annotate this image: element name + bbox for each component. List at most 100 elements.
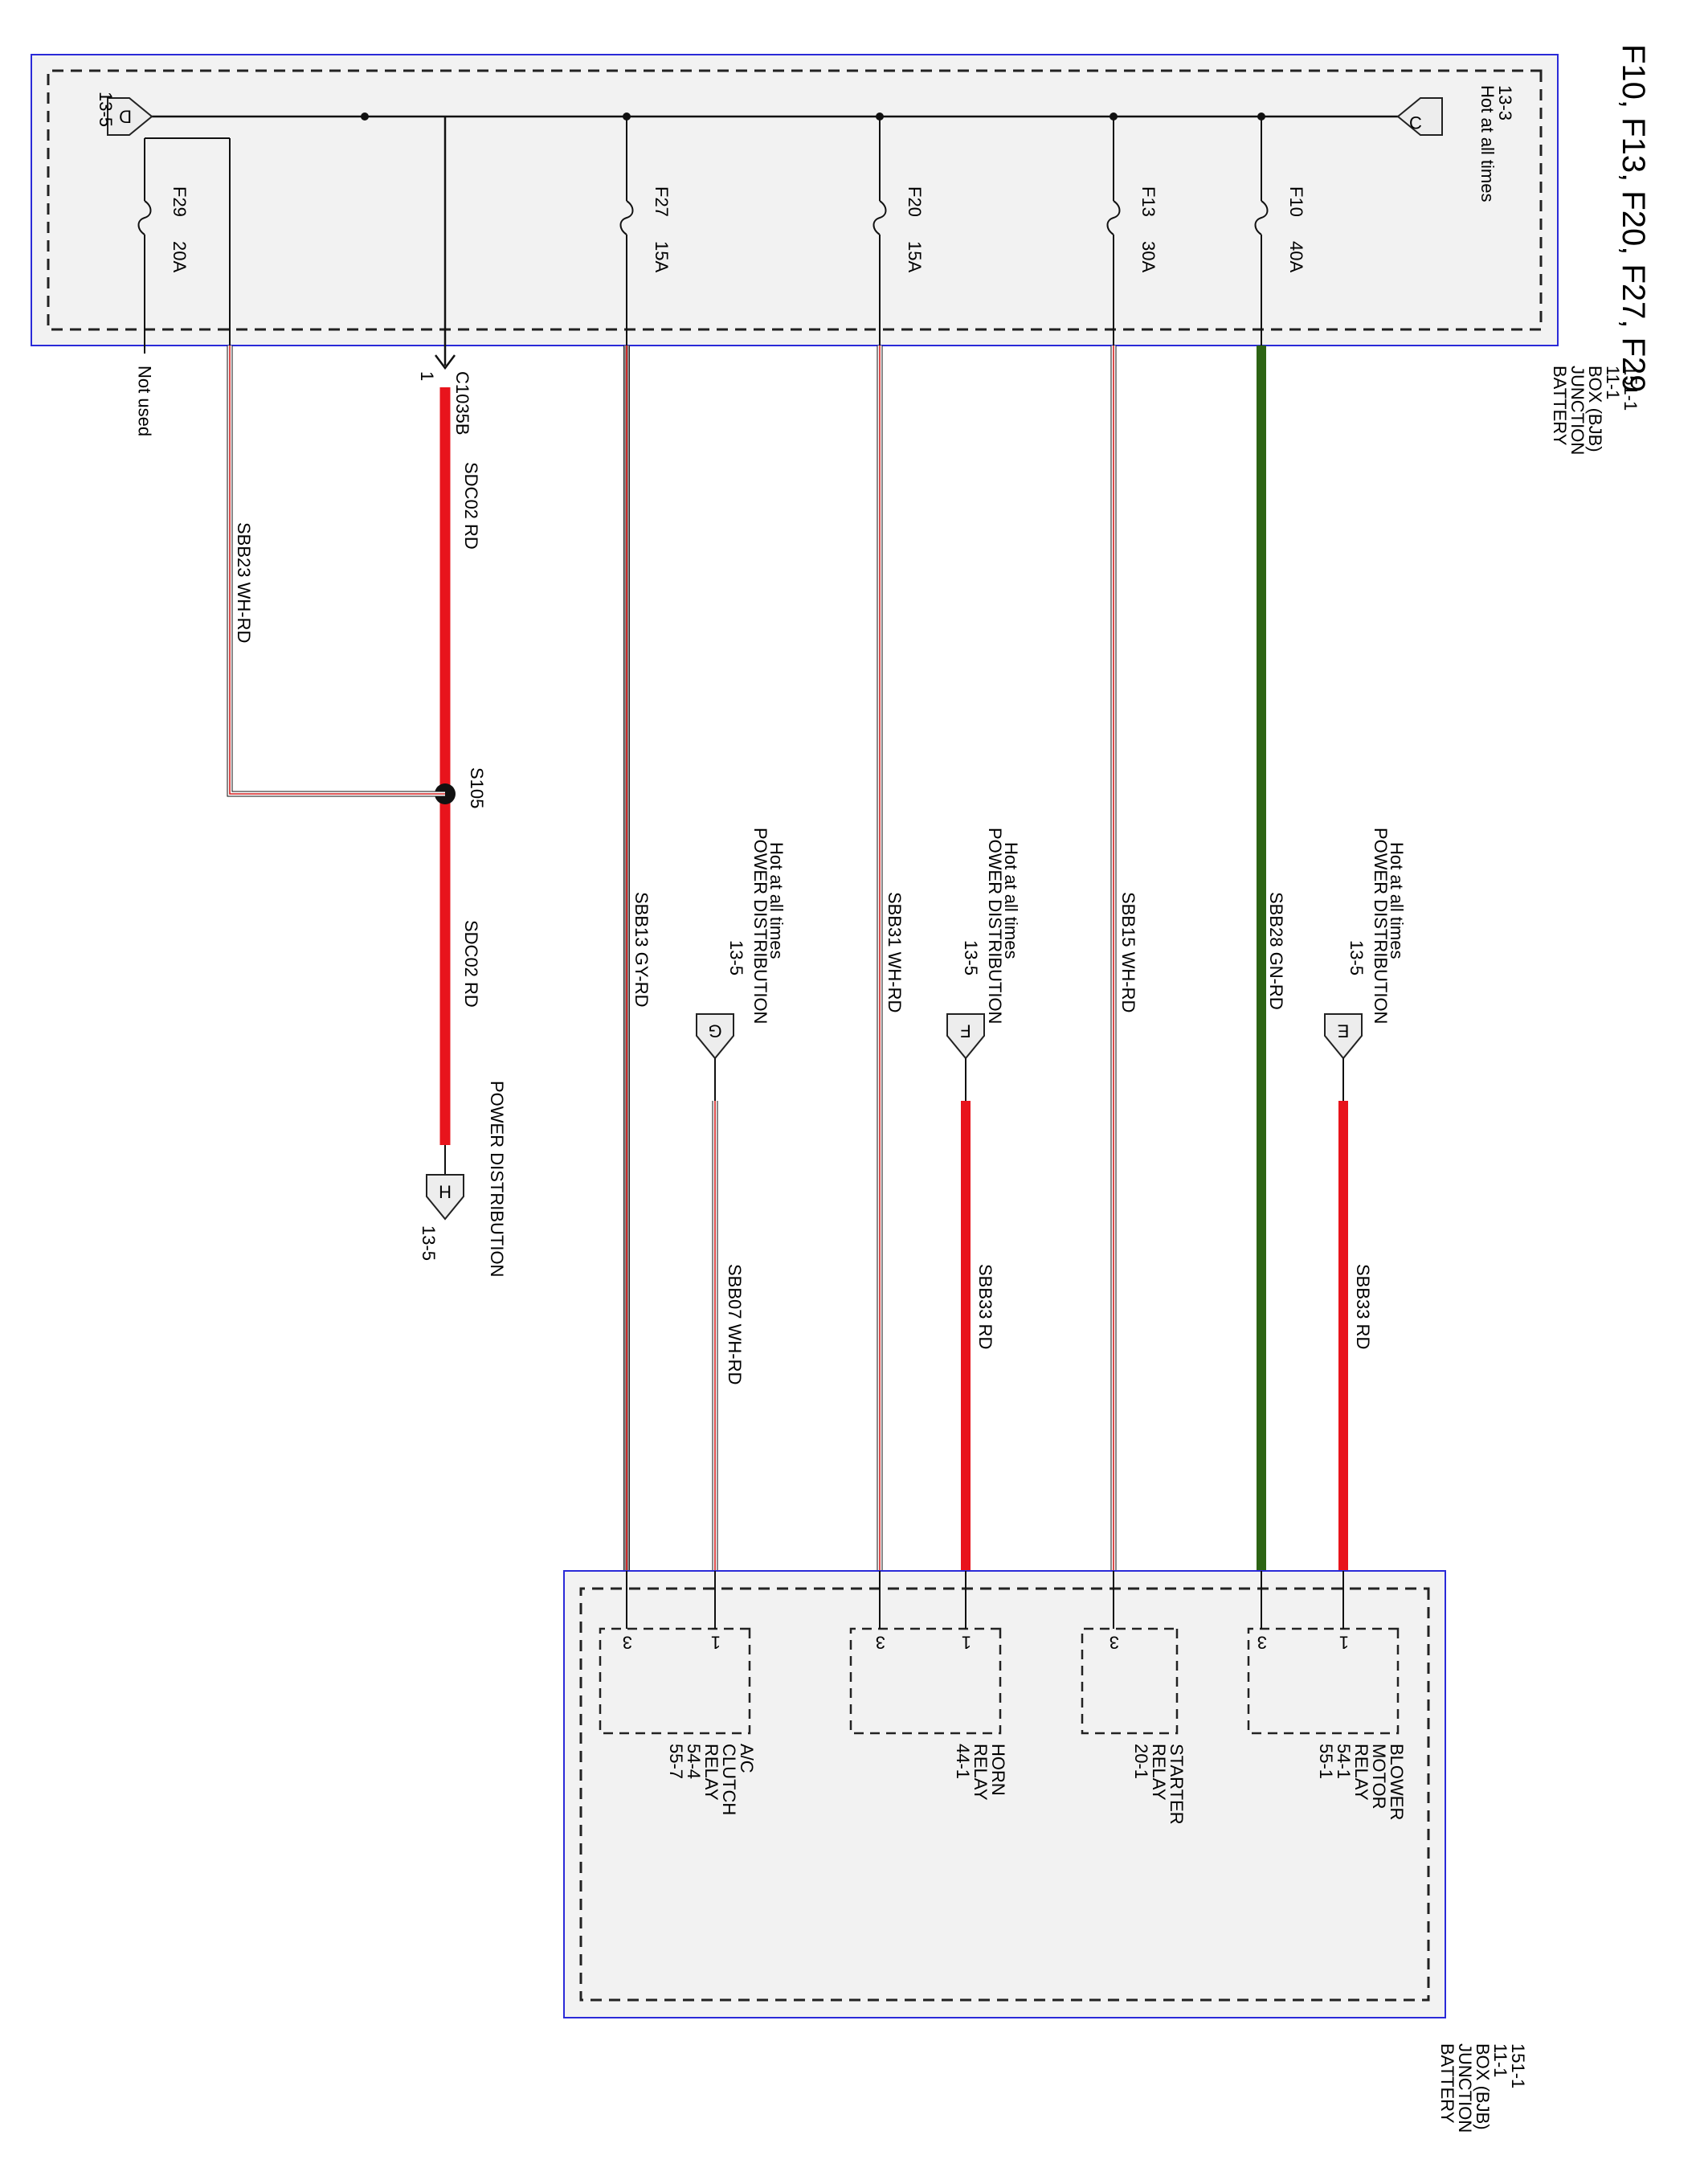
flag-f-line: POWER DISTRIBUTION [985, 828, 1005, 1024]
fuse-f27: F27 15A [619, 117, 672, 346]
fuse-f20: F20 15A [872, 117, 925, 346]
fuse-f10: F10 40A [1254, 117, 1306, 346]
source-flag-c: C Hot at all times 13-3 [1396, 85, 1515, 202]
bjb-top-label-line: 11-1 [1603, 366, 1623, 399]
relay-outline [599, 1627, 751, 1735]
bjb-bottom-label: BATTERY JUNCTION BOX (BJB) 11-1 151-1 [1437, 2043, 1528, 2133]
relay-pin: 3 [1109, 1633, 1119, 1653]
fuse-symbol [1254, 200, 1269, 235]
bjb-top-label-line: 151-1 [1620, 366, 1641, 411]
flag-f-line: 13-5 [961, 940, 981, 975]
relay-starter: 3 STARTER RELAY 20-1 [1081, 1571, 1187, 1825]
flag-g-line: 13-5 [726, 940, 746, 975]
flag-f-line: Hot at all times [1001, 842, 1021, 959]
relay-label-line: RELAY [701, 1744, 721, 1801]
diagram-canvas: F10, F13, F20, F27, F29 BATTERY JUNCTION… [31, 44, 1651, 2133]
relay-pin: 1 [711, 1633, 721, 1653]
wire-label: SBB28 GN-RD [1266, 892, 1286, 1010]
power-flag-e: Hot at all times POWER DISTRIBUTION 13-5… [1324, 828, 1407, 1571]
flag-f-shape [946, 1013, 985, 1060]
relay-label-line: STARTER [1167, 1744, 1187, 1825]
power-flag-f: Hot at all times POWER DISTRIBUTION 13-5… [946, 828, 1021, 1571]
relay-label-line: RELAY [971, 1744, 991, 1801]
relay-label-line: RELAY [1149, 1744, 1169, 1801]
relay-label-line: HORN [988, 1744, 1008, 1796]
wire-sbb31: SBB31 WH-RD [877, 346, 905, 1571]
bjb-top-label-line: JUNCTION [1567, 366, 1588, 455]
bjb-top-dashed-outline [47, 69, 1543, 331]
relay-label-line: 44-1 [953, 1744, 973, 1779]
wire-label: SBB23 WH-RD [234, 522, 254, 643]
flag-e-line: 13-5 [1347, 940, 1367, 975]
wire-label: SDC02 RD [461, 920, 481, 1008]
bjb-bottom-label-line: JUNCTION [1455, 2043, 1475, 2133]
relay-outline [1081, 1627, 1179, 1735]
flag-h-line: POWER DISTRIBUTION [487, 1081, 507, 1277]
connector-pin: 1 [417, 371, 437, 381]
wire-sbb28: SBB28 GN-RD [1257, 346, 1286, 1571]
relay-label-line: CLUTCH [719, 1744, 739, 1815]
bjb-top-label: BATTERY JUNCTION BOX (BJB) 11-1 151-1 [1550, 366, 1641, 455]
relay-label-line: MOTOR [1369, 1744, 1389, 1809]
relay-outline [849, 1627, 1002, 1735]
wire-sbb23: SBB23 WH-RD [227, 346, 445, 797]
fuse-rating: 40A [1286, 241, 1306, 272]
bjb-bottom-label-line: 11-1 [1490, 2043, 1510, 2077]
diagram-title: F10, F13, F20, F27, F29 [1616, 44, 1651, 393]
flag-e-letter: E [1338, 1021, 1350, 1041]
relay-pin: 3 [1257, 1633, 1267, 1653]
flag-e-line: Hot at all times [1387, 842, 1407, 959]
relay-pin: 3 [876, 1633, 885, 1653]
bjb-top-label-line: BATTERY [1550, 366, 1570, 446]
wire-stripe [229, 346, 445, 795]
flag-e-line: POWER DISTRIBUTION [1371, 828, 1391, 1024]
fuse-rating: 15A [905, 241, 925, 272]
fuse-id: F10 [1286, 186, 1306, 217]
wire-outline [227, 346, 445, 797]
fuse-id: F29 [170, 186, 190, 217]
fuse-id: F13 [1138, 186, 1159, 217]
relay-label-line: 55-7 [666, 1744, 686, 1779]
relay-outline [1247, 1627, 1400, 1735]
wire-label: SBB15 WH-RD [1118, 892, 1138, 1012]
relay-pin: 1 [1339, 1633, 1349, 1653]
wire-label: SBB13 GY-RD [631, 892, 652, 1007]
flag-d-letter: D [119, 107, 132, 127]
relay-label-line: RELAY [1351, 1744, 1371, 1801]
flag-g-line: POWER DISTRIBUTION [750, 828, 770, 1024]
not-used-label: Not used [135, 366, 155, 436]
fuse-symbol [619, 200, 634, 235]
fuse-symbol [872, 200, 887, 235]
fuse-id: F20 [905, 186, 925, 217]
wire-label: SBB07 WH-RD [725, 1264, 745, 1384]
fuse-id: F27 [652, 186, 672, 217]
source-hot-text: Hot at all times [1477, 85, 1498, 202]
wire-label: SBB33 RD [1353, 1264, 1373, 1349]
connector-arrow [435, 354, 456, 370]
relay-pin: 1 [962, 1633, 971, 1653]
flag-h-letter: H [439, 1182, 452, 1202]
bjb-top-border [31, 54, 1559, 346]
relay-ac-clutch: 1 3 A/C CLUTCH RELAY 54-4 55-7 [599, 1571, 757, 1815]
flag-e-shape [1324, 1013, 1363, 1060]
wire-sbb15: SBB15 WH-RD [1110, 346, 1138, 1571]
fuse-symbol [1106, 200, 1121, 235]
relay-label-line: BLOWER [1387, 1744, 1407, 1820]
wire-sbb13: SBB13 GY-RD [623, 346, 652, 1571]
bjb-bottom-dashed-outline [579, 1587, 1430, 2002]
relay-label-line: A/C [737, 1744, 757, 1773]
exit-flag-d: D 13-5 [96, 92, 153, 136]
bjb-bottom-label-line: 151-1 [1508, 2043, 1528, 2088]
flag-g-shape [696, 1013, 734, 1060]
power-flag-h: H POWER DISTRIBUTION 13-5 [419, 1081, 507, 1277]
source-ref-text: 13-3 [1495, 85, 1515, 121]
fuse-rating: 30A [1138, 241, 1159, 272]
splice-label: S105 [467, 767, 487, 808]
relay-label-line: 20-1 [1131, 1744, 1151, 1779]
relay-label-line: 54-4 [684, 1744, 704, 1779]
flag-c-shape [1396, 97, 1443, 136]
bus-junction-dot [361, 112, 369, 121]
bjb-top-label-line: BOX (BJB) [1585, 366, 1605, 452]
power-flag-g: Hot at all times POWER DISTRIBUTION 13-5… [696, 828, 787, 1571]
